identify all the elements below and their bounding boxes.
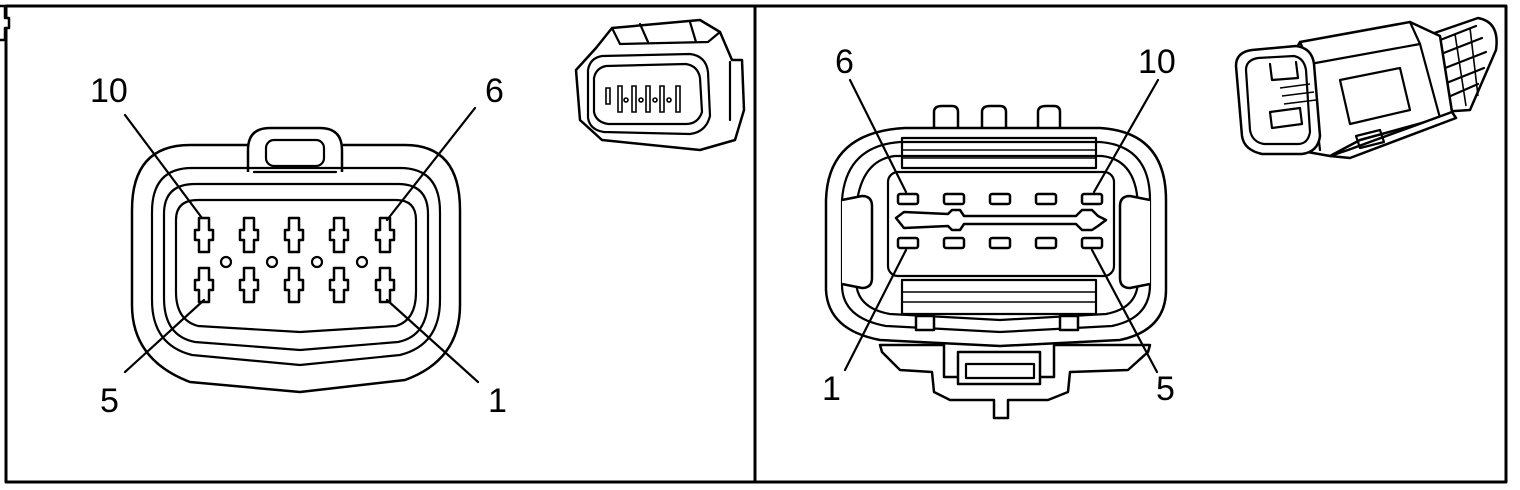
pin-label-top-left: 10 [90,72,128,110]
terminal-cavities [894,192,1108,250]
pin-label-bottom-left: 1 [822,370,841,408]
left-connector-thumbnail [574,18,746,152]
top-tabs [932,104,1062,128]
pin-label-top-left: 6 [835,43,854,81]
left-panel-connector: 10 6 5 1 [0,4,507,420]
terminal-cavities [0,4,396,304]
pin-label-bottom-right: 1 [488,382,507,420]
pin-label-top-right: 6 [485,72,504,110]
pin-leader-lines [123,106,480,384]
locking-latch [246,126,344,172]
right-panel-connector: 6 10 1 5 [822,43,1176,420]
right-connector-thumbnail [1234,16,1498,160]
pin-leader-lines [843,78,1160,374]
pin-label-bottom-right: 5 [1156,370,1175,408]
pin-label-top-right: 10 [1138,43,1176,81]
pin-label-bottom-left: 5 [100,382,119,420]
